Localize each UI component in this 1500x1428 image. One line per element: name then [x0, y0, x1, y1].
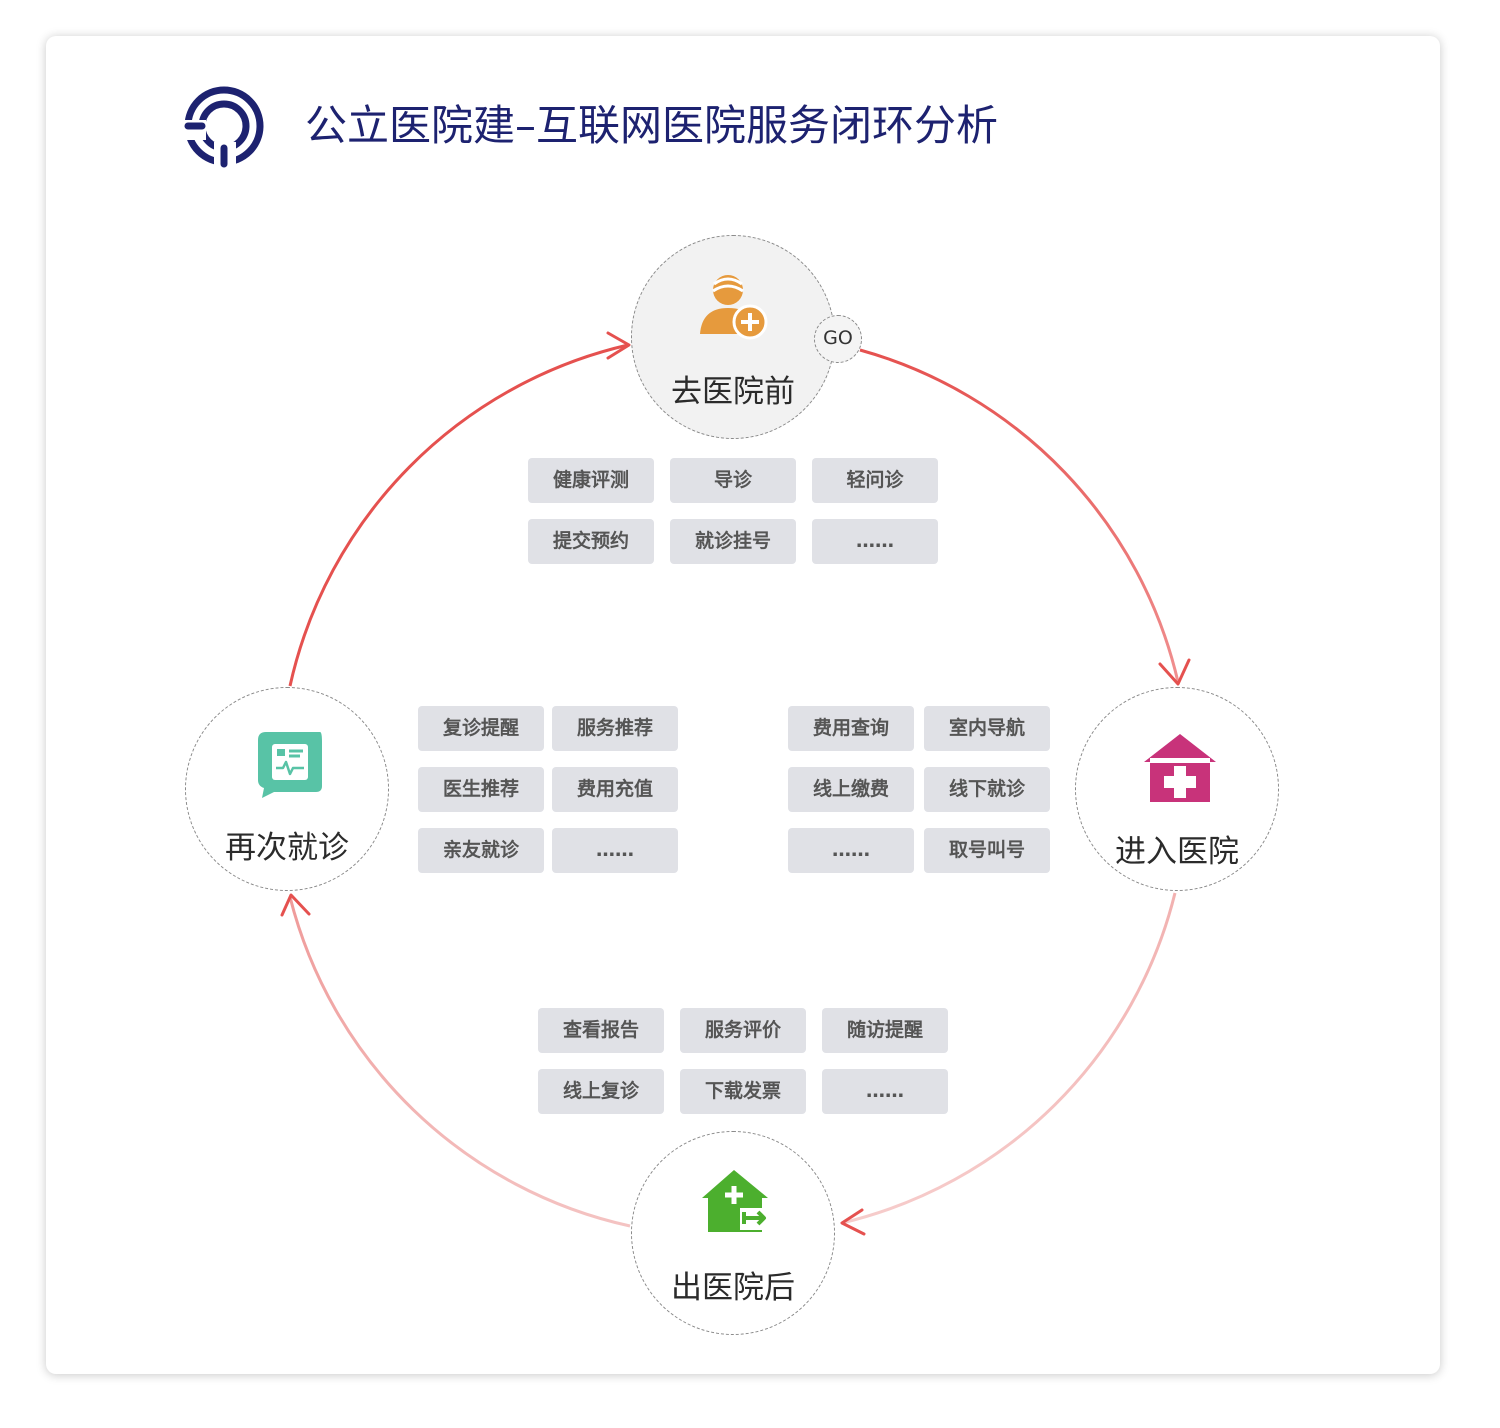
service-tag[interactable]: 室内导航 [924, 706, 1050, 751]
service-tag[interactable]: 线下就诊 [924, 767, 1050, 812]
service-tag[interactable]: 轻问诊 [812, 458, 938, 503]
service-tag[interactable]: …… [552, 828, 678, 873]
service-tag[interactable]: 复诊提醒 [418, 706, 544, 751]
stage-label: 再次就诊 [225, 830, 349, 866]
tags-revisit: 复诊提醒 服务推荐 医生推荐 费用充值 亲友就诊 …… [418, 706, 678, 873]
service-tag[interactable]: 导诊 [670, 458, 796, 503]
hospital-cross-icon [1142, 732, 1218, 808]
logo-icon [180, 84, 270, 178]
tags-after: 查看报告 服务评价 随访提醒 线上复诊 下载发票 …… [538, 1008, 948, 1114]
stage-label: 去医院前 [671, 374, 795, 410]
arc-revisit-to-before [288, 343, 629, 687]
service-tag[interactable]: …… [812, 519, 938, 564]
arrowhead-after [840, 1208, 866, 1236]
tags-enter: 费用查询 室内导航 线上缴费 线下就诊 …… 取号叫号 [788, 706, 1050, 873]
page-title: 公立医院建–互联网医院服务闭环分析 [305, 101, 999, 150]
arrowhead-revisit [280, 893, 311, 917]
go-badge[interactable]: GO [814, 315, 862, 363]
service-tag[interactable]: 随访提醒 [822, 1008, 948, 1053]
stage-label: 出医院后 [671, 1270, 795, 1306]
service-tag[interactable]: 提交预约 [528, 519, 654, 564]
arrowhead-enter [1158, 658, 1191, 686]
service-tag[interactable]: 线上复诊 [538, 1069, 664, 1114]
stage-revisit[interactable]: 再次就诊 [185, 687, 389, 891]
stage-before-hospital[interactable]: 去医院前 [631, 235, 835, 439]
service-tag[interactable]: 查看报告 [538, 1008, 664, 1053]
stage-enter-hospital[interactable]: 进入医院 [1075, 687, 1279, 891]
arc-enter-to-after [841, 892, 1177, 1225]
service-tag[interactable]: 亲友就诊 [418, 828, 544, 873]
service-tag[interactable]: 服务评价 [680, 1008, 806, 1053]
service-tag[interactable]: 健康评测 [528, 458, 654, 503]
service-tag[interactable]: 医生推荐 [418, 767, 544, 812]
service-tag[interactable]: 就诊挂号 [670, 519, 796, 564]
service-tag[interactable]: 线上缴费 [788, 767, 914, 812]
medical-record-chat-icon [256, 728, 324, 802]
service-tag[interactable]: 费用查询 [788, 706, 914, 751]
arc-before-to-enter [859, 348, 1180, 683]
service-tag[interactable]: 费用充值 [552, 767, 678, 812]
tags-before: 健康评测 导诊 轻问诊 提交预约 就诊挂号 …… [528, 458, 938, 564]
service-tag[interactable]: 服务推荐 [552, 706, 678, 751]
service-tag[interactable]: 取号叫号 [924, 828, 1050, 873]
stage-label: 进入医院 [1115, 834, 1239, 870]
arrowhead-before [606, 331, 631, 360]
service-tag[interactable]: …… [822, 1069, 948, 1114]
house-exit-icon [700, 1168, 772, 1238]
patient-plus-icon [700, 272, 772, 346]
stage-after-hospital[interactable]: 出医院后 [631, 1131, 835, 1335]
service-tag[interactable]: 下载发票 [680, 1069, 806, 1114]
arc-after-to-revisit [288, 896, 631, 1228]
service-tag[interactable]: …… [788, 828, 914, 873]
